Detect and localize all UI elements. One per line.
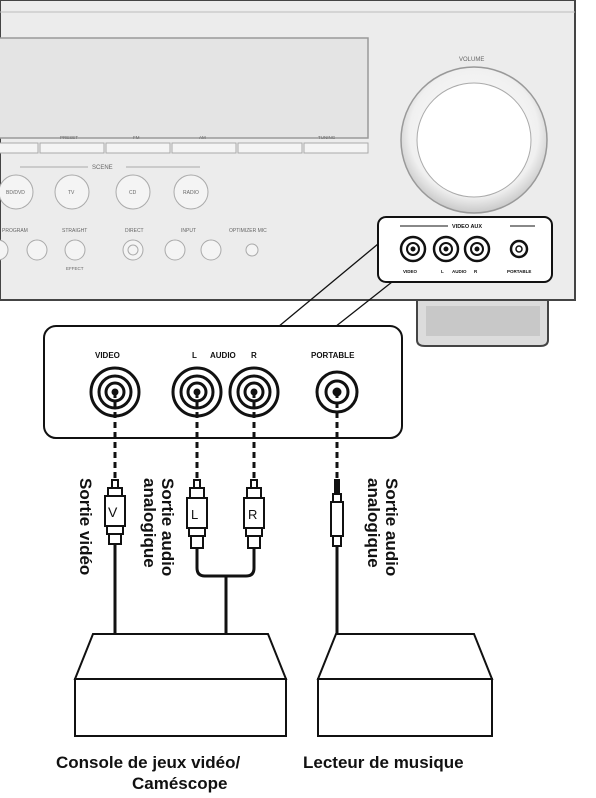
label-portable-output-line2: analogique bbox=[364, 478, 383, 568]
program-label: PROGRAM bbox=[2, 228, 28, 234]
tuning-label: TUNING bbox=[318, 135, 336, 140]
scene-radio-label: RADIO bbox=[183, 190, 199, 196]
aux-audio-label: AUDIO bbox=[452, 269, 467, 274]
optimizer-mic-jack bbox=[245, 243, 259, 257]
aux-portable-label: PORTABLE bbox=[507, 269, 531, 274]
game-console-caption-line1: Console de jeux vidéo/ bbox=[56, 753, 240, 772]
video-plug-letter: V bbox=[108, 504, 118, 520]
enlarged-jack-panel: VIDEO L AUDIO R PORTABLE bbox=[43, 325, 403, 439]
audio-left-plug: L bbox=[186, 479, 208, 549]
input-left-button[interactable] bbox=[164, 239, 186, 261]
receiver-front-panel: PRESET FM AM TUNING SCENE BD/DVD TV CD R… bbox=[0, 0, 576, 347]
insertion-guides bbox=[113, 392, 339, 480]
straight-button[interactable] bbox=[64, 239, 86, 261]
program-left-button[interactable] bbox=[0, 239, 9, 261]
game-console-device bbox=[73, 633, 288, 737]
scene-buttons bbox=[0, 174, 209, 210]
label-audio-output-line2: analogique bbox=[140, 478, 159, 568]
panel-r-label: R bbox=[251, 351, 257, 360]
direct-button[interactable] bbox=[122, 239, 144, 261]
preset-label: PRESET bbox=[60, 135, 78, 140]
scene-button-cd[interactable] bbox=[115, 174, 151, 210]
aux-video-label: VIDEO bbox=[403, 269, 418, 274]
input-label: INPUT bbox=[181, 228, 196, 234]
right-plug-letter: R bbox=[248, 507, 257, 522]
music-player-device bbox=[316, 633, 494, 737]
effect-label: EFFECT bbox=[66, 266, 84, 271]
game-console-caption-line2: Caméscope bbox=[132, 774, 227, 793]
optimizer-mic-label: OPTIMIZER MIC bbox=[229, 228, 267, 234]
video-aux-title: VIDEO AUX bbox=[452, 224, 482, 230]
scene-button-bd-dvd[interactable] bbox=[0, 174, 34, 210]
callout-lines bbox=[277, 243, 393, 328]
straight-label: STRAIGHT bbox=[62, 228, 87, 234]
panel-portable-label: PORTABLE bbox=[311, 351, 355, 360]
direct-label: DIRECT bbox=[125, 228, 144, 234]
am-label: AM bbox=[199, 135, 206, 140]
aux-l-label: L bbox=[441, 269, 444, 274]
display-window bbox=[0, 37, 369, 139]
video-aux-panel: VIDEO AUX VIDEO L AUDIO R PORTABLE bbox=[377, 216, 553, 283]
scene-tv-label: TV bbox=[68, 190, 75, 196]
portable-plug bbox=[330, 479, 344, 634]
panel-l-label: L bbox=[192, 351, 197, 360]
display-button-strip bbox=[0, 142, 369, 154]
left-plug-letter: L bbox=[191, 507, 198, 522]
input-right-button[interactable] bbox=[200, 239, 222, 261]
volume-label: VOLUME bbox=[459, 57, 484, 63]
panel-video-label: VIDEO bbox=[95, 351, 120, 360]
scene-cd-label: CD bbox=[129, 190, 137, 196]
label-portable-output-line1: Sortie audio bbox=[382, 478, 401, 576]
scene-label: SCENE bbox=[92, 165, 113, 171]
video-plug: V bbox=[104, 479, 126, 634]
panel-audio-label: AUDIO bbox=[210, 351, 236, 360]
scene-bd-dvd-label: BD/DVD bbox=[6, 190, 25, 196]
fm-label: FM bbox=[133, 135, 140, 140]
audio-cable bbox=[195, 548, 256, 634]
scene-button-radio[interactable] bbox=[173, 174, 209, 210]
music-player-caption: Lecteur de musique bbox=[303, 753, 464, 772]
audio-right-plug: R bbox=[243, 479, 265, 549]
cable-labels: Sortie vidéo Sortie audio analogique Sor… bbox=[76, 478, 401, 576]
label-video-output: Sortie vidéo bbox=[76, 478, 95, 575]
scene-button-tv[interactable] bbox=[54, 174, 90, 210]
aux-r-label: R bbox=[474, 269, 478, 274]
label-audio-output-line1: Sortie audio bbox=[158, 478, 177, 576]
program-right-button[interactable] bbox=[26, 239, 48, 261]
